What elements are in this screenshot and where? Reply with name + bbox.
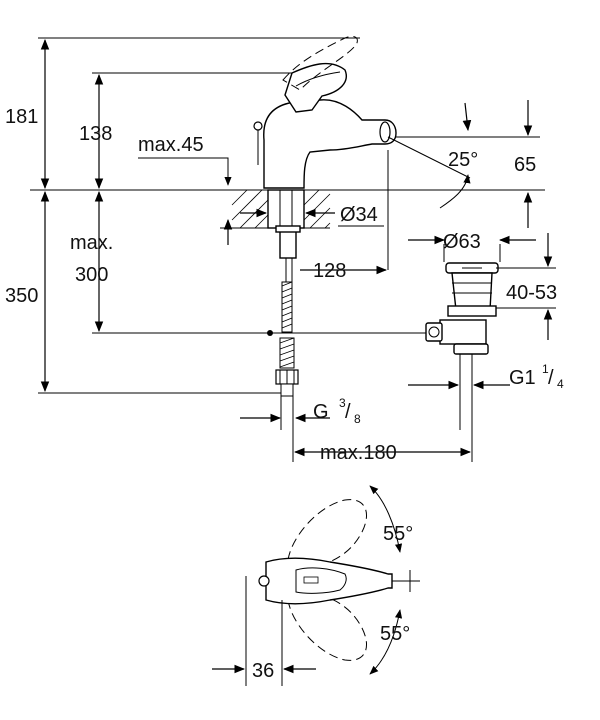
waste-body <box>439 319 487 345</box>
pop-up-waste <box>416 262 499 462</box>
angle-55-down-label: 55° <box>380 623 410 645</box>
popup-knob-top <box>258 575 270 587</box>
side-view: 181 138 350 max. 300 max.45 <box>5 35 564 464</box>
waste-nut <box>447 305 497 317</box>
thread-g38-denominator: 8 <box>354 412 361 426</box>
angle-55-up-label: 55° <box>383 523 413 545</box>
thread-g114-slash: / <box>548 367 554 389</box>
thread-g38-slash: / <box>345 401 351 423</box>
dim-65-label: 65 <box>514 154 536 176</box>
dim-128-label: 128 <box>313 260 346 282</box>
angle-25-label: 25° <box>448 149 478 171</box>
popup-knob <box>253 121 263 131</box>
brand-plate <box>303 576 319 584</box>
spray-angle-line <box>387 136 471 179</box>
dia-63-label: Ø63 <box>443 231 481 253</box>
lever-top <box>265 557 393 605</box>
faucet-body <box>253 62 397 189</box>
max-45-label: max.45 <box>138 134 204 156</box>
angle-25-dimension: 25° <box>387 102 478 209</box>
dim-40-53-label: 40-53 <box>506 282 557 304</box>
dim-300-label-bottom: 300 <box>75 264 108 286</box>
dim-138-label: 138 <box>79 123 112 145</box>
dim-350-label: 350 <box>5 285 38 307</box>
dim-max-180-label: max.180 <box>320 442 397 464</box>
thread-g114-main: G1 <box>509 367 536 389</box>
lever-raised-ghost <box>282 35 358 91</box>
angle-55-up-arc <box>369 485 403 553</box>
angle-25-arc <box>439 174 471 209</box>
supply-hose <box>262 258 350 397</box>
angle-55-down-arc <box>369 609 403 675</box>
thread-g38-numerator: 3 <box>339 396 346 410</box>
angle-25-top-arrow <box>462 102 472 132</box>
mounting-shank <box>267 189 305 229</box>
thread-g114-numerator: 1 <box>542 362 549 376</box>
thread-g114-denominator: 4 <box>557 377 564 391</box>
dim-300-label-top: max. <box>70 232 113 254</box>
top-view: 55° 55° 36 <box>212 485 420 686</box>
dim-36-label: 36 <box>252 660 274 682</box>
max-45-leader <box>138 157 232 186</box>
thread-g38-main: G <box>313 401 329 423</box>
dia-34-label: Ø34 <box>340 204 378 226</box>
dim-181-label: 181 <box>5 106 38 128</box>
